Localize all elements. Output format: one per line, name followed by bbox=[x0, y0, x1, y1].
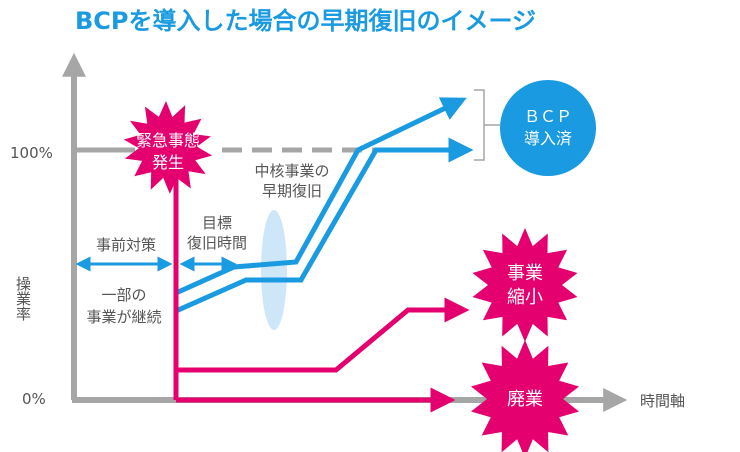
closure-burst bbox=[471, 340, 579, 452]
bcp-circle bbox=[500, 80, 596, 176]
bcp-label-2: 導入済 bbox=[524, 129, 572, 148]
shrink-label-1: 事業 bbox=[507, 263, 543, 284]
partial-label-2: 事業が継続 bbox=[86, 308, 161, 326]
y-axis-title: 操業率 bbox=[14, 276, 32, 321]
partial-label-1: 一部の bbox=[101, 286, 146, 304]
shrink-burst bbox=[472, 228, 578, 342]
emergency-label-2: 発生 bbox=[152, 153, 184, 172]
pre-measures-label: 事前対策 bbox=[96, 236, 156, 254]
target-label-1: 目標 bbox=[202, 214, 232, 232]
shrink-label-2: 縮小 bbox=[507, 287, 543, 308]
y-label-100: 100% bbox=[10, 144, 53, 162]
core-label-2: 早期復旧 bbox=[262, 182, 322, 200]
shrink-line bbox=[176, 297, 470, 373]
closure-label: 廃業 bbox=[507, 389, 543, 410]
target-label-2: 復旧時間 bbox=[187, 234, 247, 252]
core-label-1: 中核事業の bbox=[254, 162, 329, 180]
page-title: BCPを導入した場合の早期復旧のイメージ bbox=[75, 7, 536, 35]
x-axis-title: 時間軸 bbox=[640, 392, 685, 410]
y-label-0: 0% bbox=[22, 390, 46, 408]
bcp-label-1: ＢＣＰ bbox=[524, 107, 572, 126]
emergency-burst bbox=[123, 101, 212, 194]
bcp-line-upper bbox=[174, 97, 467, 296]
emergency-label-1: 緊急事態 bbox=[136, 131, 200, 150]
target-ellipse bbox=[261, 210, 287, 330]
y-axis-title-text: 操業率 bbox=[14, 276, 32, 321]
bcp-line-lower bbox=[174, 137, 474, 314]
bcp-bracket bbox=[474, 89, 485, 161]
